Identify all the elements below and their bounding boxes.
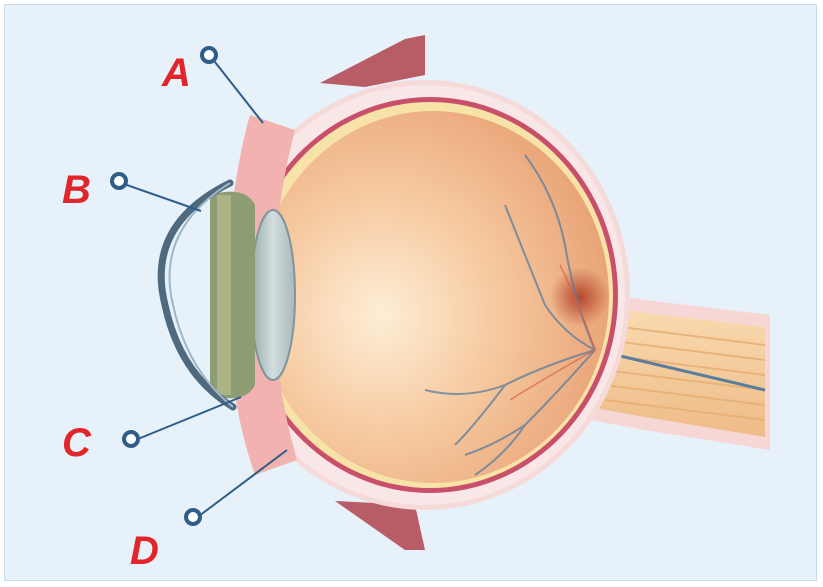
label-c: C [62, 423, 91, 463]
leader-line-d [195, 450, 287, 519]
label-b: B [62, 170, 91, 210]
eye-diagram: A B C D [4, 4, 817, 581]
marker-d [184, 508, 202, 526]
label-a: A [162, 53, 191, 93]
lens [251, 210, 295, 380]
leader-line-c [133, 397, 241, 441]
eye-cross-section [5, 5, 817, 581]
marker-b [110, 172, 128, 190]
marker-c [122, 430, 140, 448]
label-d: D [130, 531, 159, 571]
marker-a [200, 46, 218, 64]
leader-line-a [211, 57, 263, 123]
iris [210, 192, 255, 399]
upper-muscle [320, 35, 425, 87]
macula [550, 267, 610, 327]
leader-line-b [121, 183, 201, 211]
